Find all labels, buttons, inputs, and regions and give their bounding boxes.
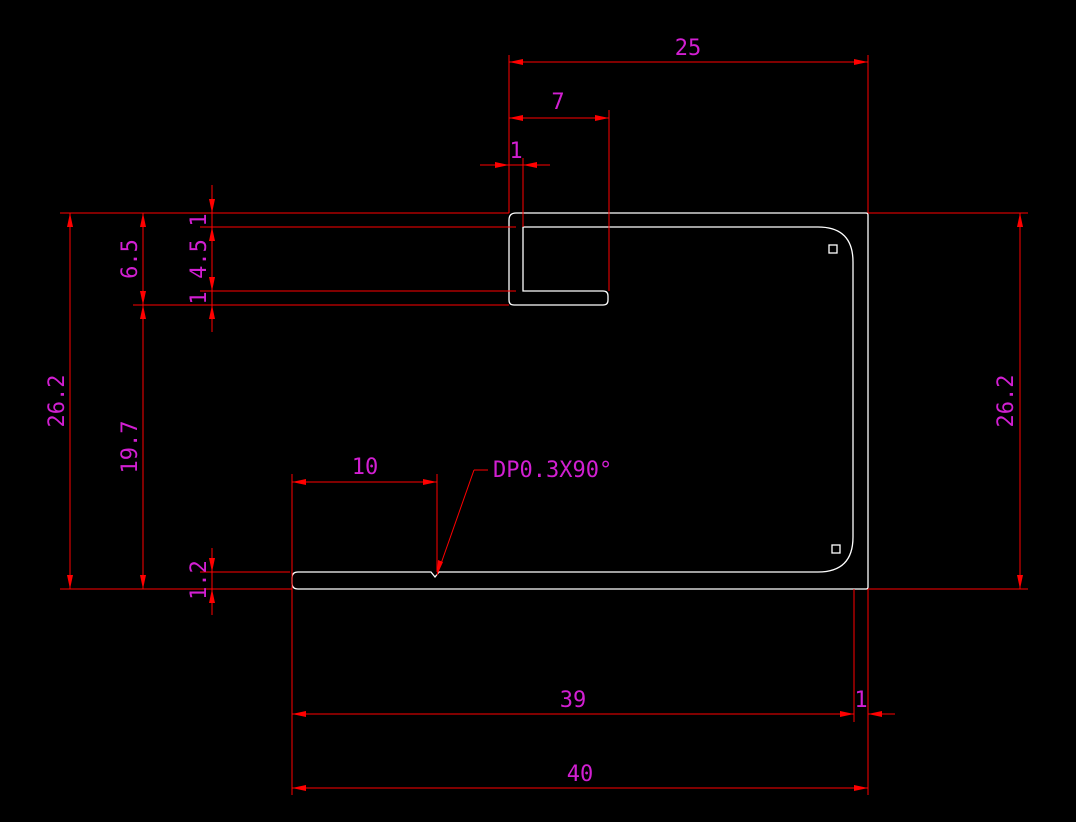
part-outline [291, 212, 869, 590]
dim-bottom-1: 1 [854, 688, 867, 713]
dim-stack-mid: 4.5 [187, 239, 212, 279]
dim-left-lower: 19.7 [118, 421, 143, 474]
dim-tab-thickness: 1 [509, 139, 522, 164]
dimension-labels: 25 7 1 26.2 6.5 19.7 1 4.5 1 1.2 26.2 10… [45, 36, 1019, 787]
dim-bottom-overall: 40 [567, 762, 594, 787]
dim-bottom-39: 39 [560, 688, 587, 713]
dim-left-overall: 26.2 [45, 375, 70, 428]
dim-stack-top: 1 [187, 213, 212, 226]
dim-notch-offset: 10 [352, 455, 379, 480]
hole-marker-bottom [831, 544, 841, 554]
dimension-lines [60, 55, 1028, 795]
dim-tab-width: 7 [551, 90, 564, 115]
notch-callout: DP0.3X90° [493, 458, 612, 483]
dim-bottom-tab-thickness: 1.2 [187, 560, 212, 600]
dim-right-overall: 26.2 [994, 375, 1019, 428]
dim-left-upper: 6.5 [118, 239, 143, 279]
part-profile [291, 212, 869, 590]
dim-stack-bottom: 1 [187, 291, 212, 304]
hole-marker-top [828, 244, 838, 254]
dim-top-overall: 25 [675, 36, 702, 61]
